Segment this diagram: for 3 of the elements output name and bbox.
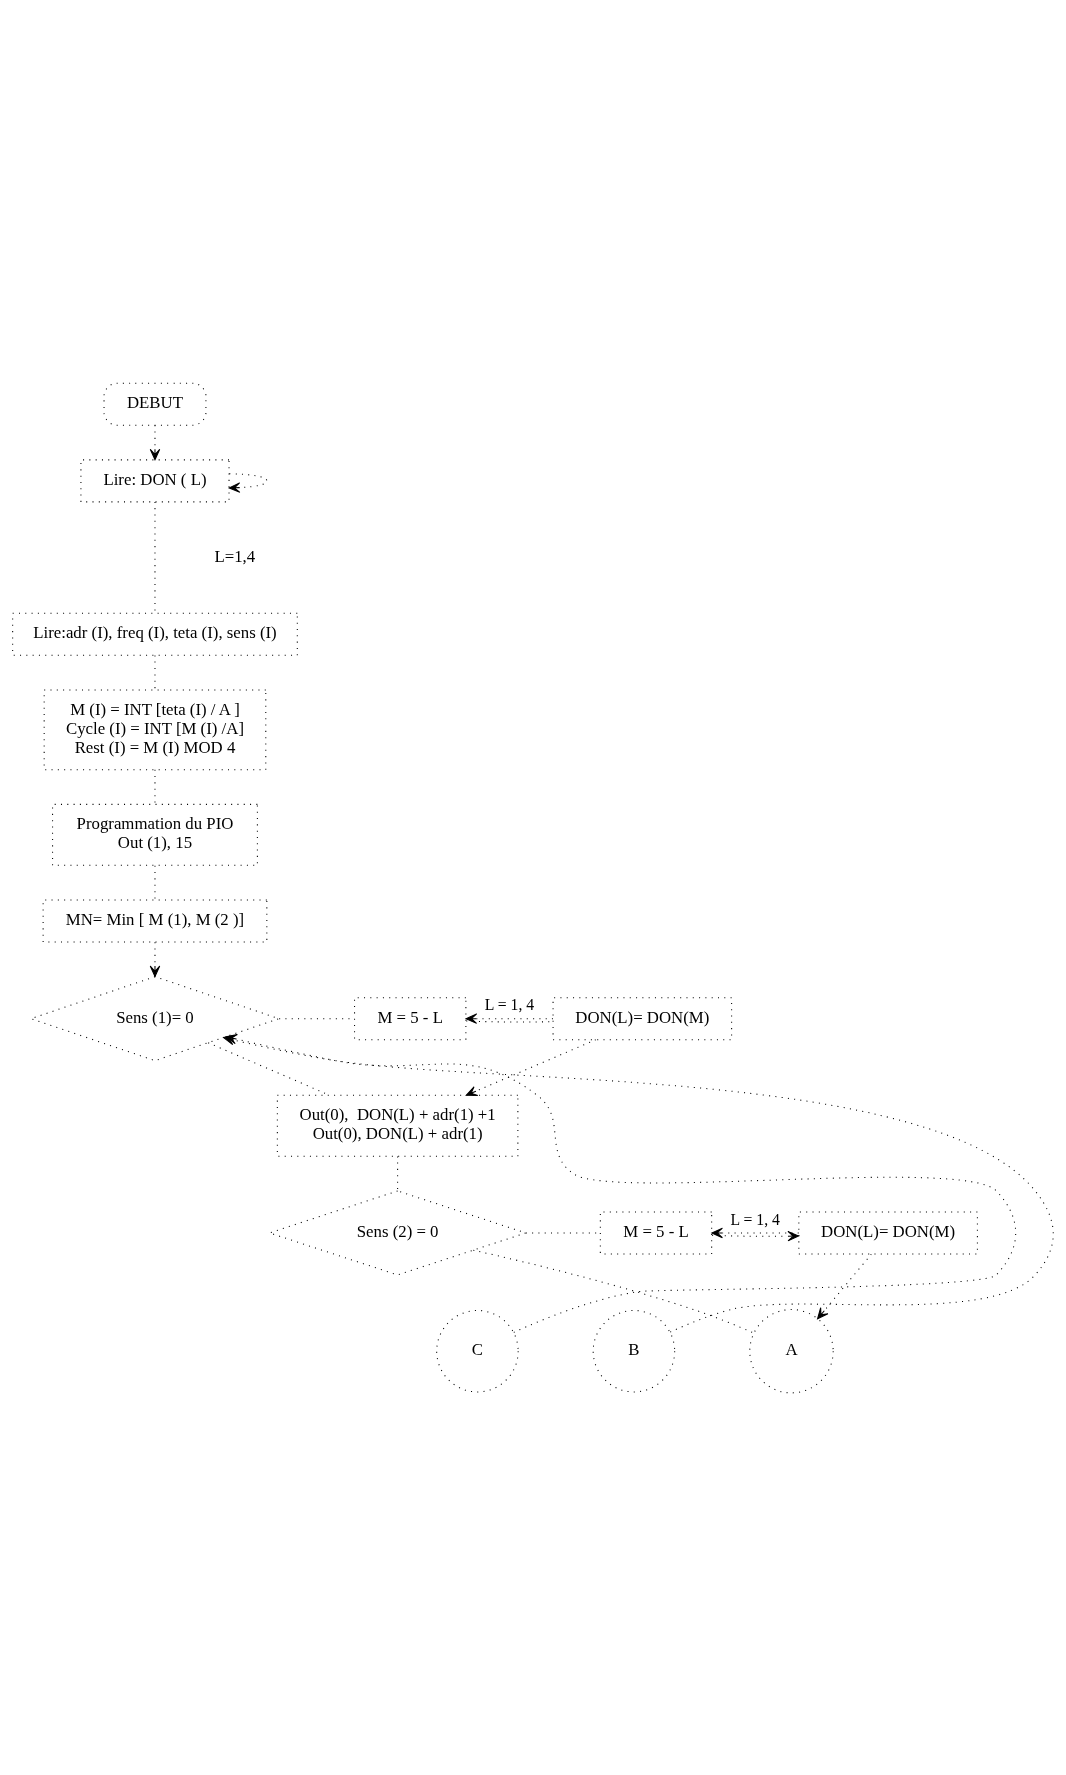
edge-label: L = 1, 4 bbox=[730, 1210, 780, 1228]
edge-label: L = 1, 4 bbox=[484, 995, 535, 1013]
label: L=1,4 bbox=[214, 546, 256, 566]
